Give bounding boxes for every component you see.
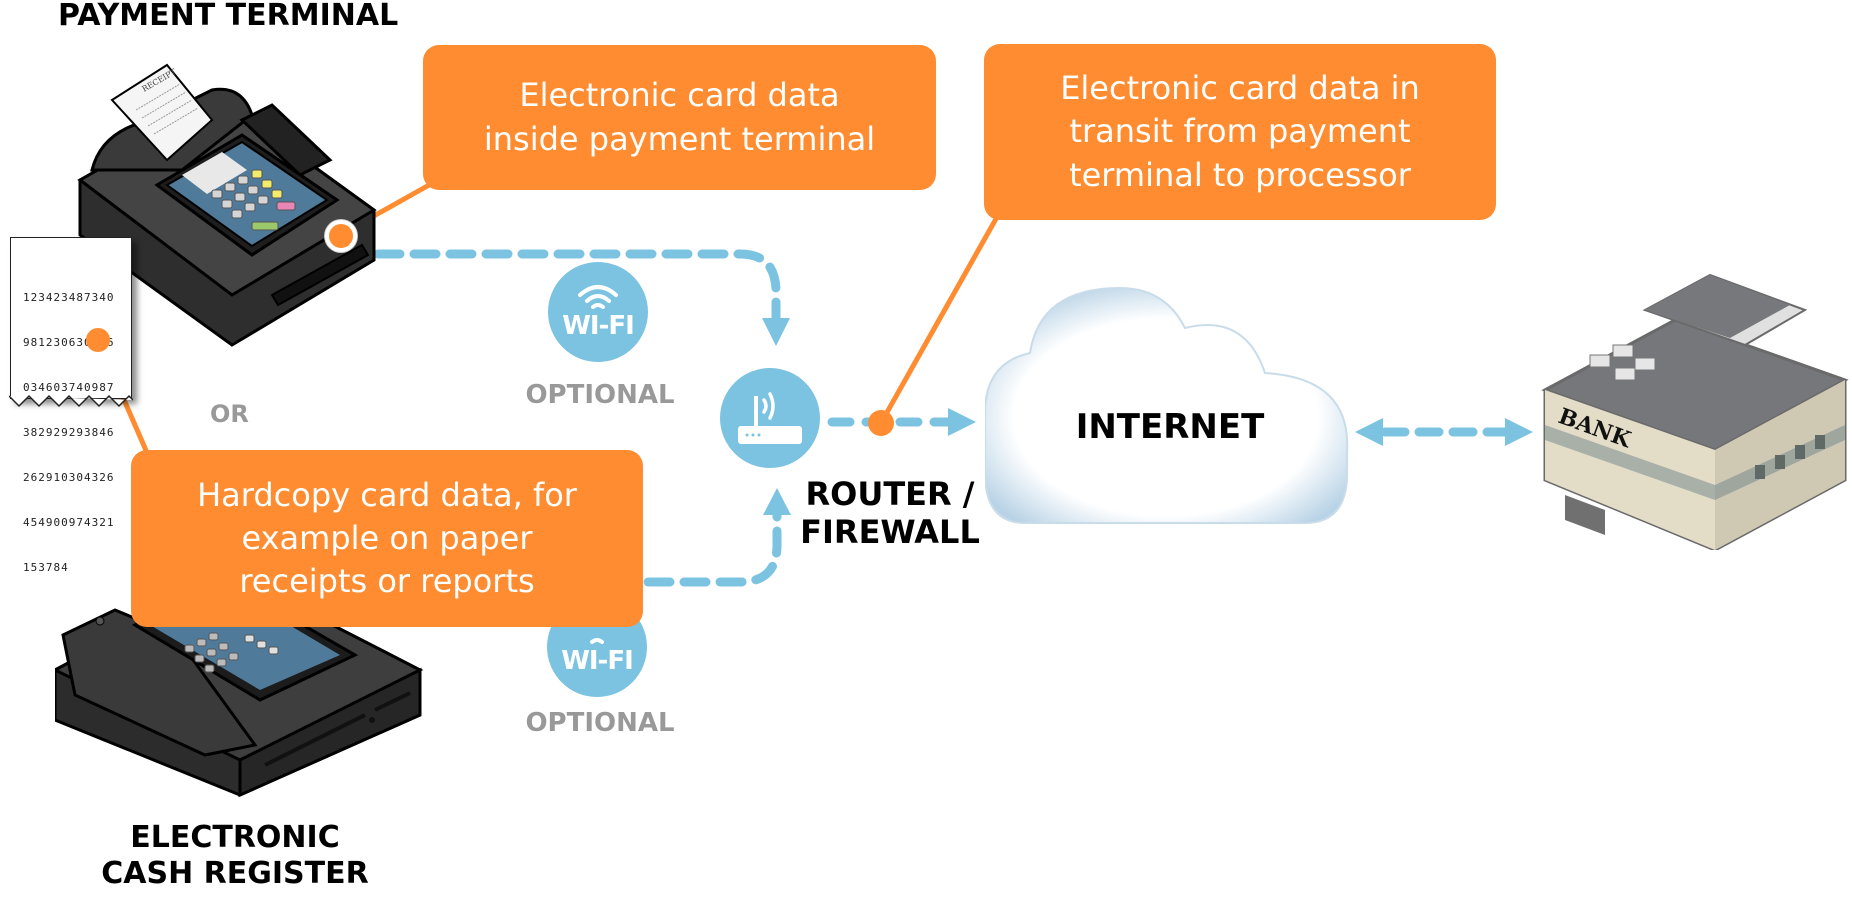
wifi-badge-terminal: WI-FI (548, 262, 648, 362)
router-icon (738, 392, 802, 444)
transit-data-hotspot (868, 410, 894, 436)
receipt-line: 454900974321 (23, 516, 115, 529)
arrow-right-to-internet (948, 408, 976, 436)
internet-cloud-icon (985, 286, 1349, 524)
optional-label-register: OPTIONAL (525, 708, 675, 738)
wifi-signal-icon (578, 285, 618, 309)
or-label: OR (210, 400, 249, 428)
paper-receipt: 123423487340 981230630736 034603740987 3… (9, 237, 133, 574)
router-node (720, 368, 820, 468)
callout-transit-data: Electronic card data in transit from pay… (984, 44, 1496, 220)
callout-terminal-data: Electronic card data inside payment term… (423, 45, 936, 190)
payment-terminal-icon: RECEIPT (77, 63, 377, 347)
optional-label-terminal: OPTIONAL (525, 380, 675, 410)
arrow-left-to-internet (1355, 418, 1383, 446)
arrow-up-to-router (763, 488, 791, 515)
receipt-line: 153784 (23, 561, 69, 574)
receipt-line: 262910304326 (23, 471, 115, 484)
internet-label: INTERNET (1075, 407, 1265, 447)
wifi-label: WI-FI (562, 311, 635, 341)
cash-register-label-line1: ELECTRONIC (130, 820, 340, 855)
flow-path-register-to-router (643, 510, 782, 587)
router-label-line1: ROUTER / (805, 475, 975, 513)
router-firewall-label: ROUTER / FIREWALL (790, 475, 990, 552)
payment-terminal-label: PAYMENT TERMINAL (58, 0, 399, 33)
cash-register-label-line2: CASH REGISTER (101, 856, 369, 891)
connector-transit-callout (878, 215, 1000, 425)
terminal-data-hotspot (325, 220, 357, 252)
callout-hardcopy-data: Hardcopy card data, for example on paper… (131, 450, 643, 627)
receipt-line: 123423487340 (23, 291, 115, 304)
bank-building-icon: BANK (1541, 273, 1849, 550)
receipt-torn-edge (9, 394, 133, 408)
arrow-down-to-router (762, 318, 790, 346)
receipt-line: 034603740987 (23, 381, 115, 394)
cash-register-label: ELECTRONIC CASH REGISTER (70, 820, 400, 892)
flow-path-terminal-to-router (373, 249, 781, 323)
wifi-signal-icon (590, 638, 604, 644)
wifi-label: WI-FI (561, 646, 634, 676)
arrow-right-to-bank (1505, 418, 1533, 446)
receipt-data-hotspot (86, 328, 110, 352)
router-label-line2: FIREWALL (800, 513, 980, 552)
receipt-numbers: 123423487340 981230630736 034603740987 3… (23, 260, 114, 605)
receipt-line: 382929293846 (23, 426, 115, 439)
